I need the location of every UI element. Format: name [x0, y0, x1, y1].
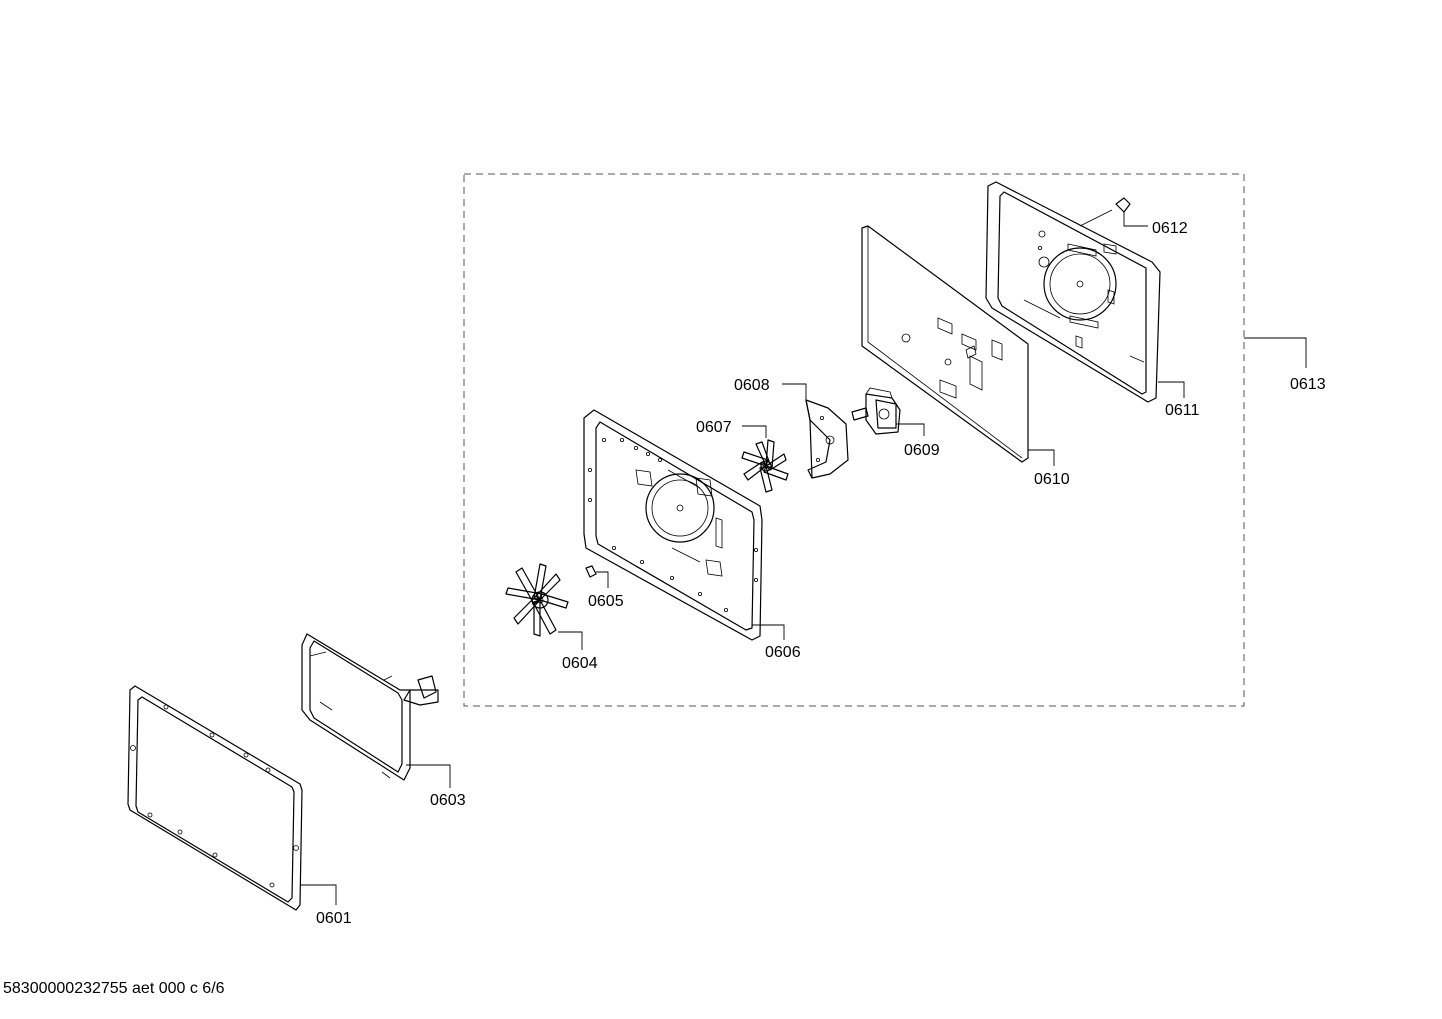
part-label-0610: 0610 [1034, 471, 1070, 488]
part-label-0606: 0606 [765, 644, 801, 661]
assembly-group-boundary [463, 173, 1245, 707]
leader-0609 [896, 423, 925, 436]
leader-0613 [1244, 337, 1307, 368]
leader-0612 [1123, 212, 1148, 227]
part-label-0604: 0604 [562, 655, 598, 672]
group-label-0613: 0613 [1290, 376, 1326, 393]
part-0607-cooling-fan[interactable] [741, 439, 789, 493]
part-0609-fan-motor[interactable] [851, 387, 901, 435]
part-0611-rear-cover[interactable] [985, 181, 1161, 403]
leader-0605 [596, 571, 609, 588]
leader-0606 [752, 624, 785, 640]
part-0603-heating-element[interactable] [301, 633, 439, 781]
part-0604-fan-wheel[interactable] [505, 563, 569, 637]
part-0608-motor-bracket[interactable] [805, 399, 849, 479]
part-label-0608: 0608 [734, 377, 770, 394]
part-0601-seal-frame[interactable] [127, 685, 303, 911]
document-id: 58300000232755 aet 000 c 6/6 [3, 980, 225, 997]
leader-0608 [782, 383, 807, 400]
leader-0601 [300, 884, 337, 905]
part-label-0607: 0607 [696, 419, 732, 436]
part-0605-nut[interactable] [585, 565, 597, 578]
part-0606-rear-panel[interactable] [583, 409, 763, 641]
leader-0610 [1028, 449, 1055, 466]
part-label-0603: 0603 [430, 792, 466, 809]
leader-0611 [1158, 381, 1185, 398]
part-label-0605: 0605 [588, 593, 624, 610]
part-0610-insulation-plate[interactable] [861, 225, 1029, 463]
part-label-0612: 0612 [1152, 220, 1188, 237]
leader-0607 [742, 425, 767, 438]
part-label-0611: 0611 [1165, 402, 1200, 419]
leader-0604 [558, 631, 583, 650]
part-0612-clip[interactable] [1079, 197, 1131, 227]
leader-0603 [406, 764, 451, 788]
part-label-0609: 0609 [904, 442, 940, 459]
part-label-0601: 0601 [316, 910, 352, 927]
